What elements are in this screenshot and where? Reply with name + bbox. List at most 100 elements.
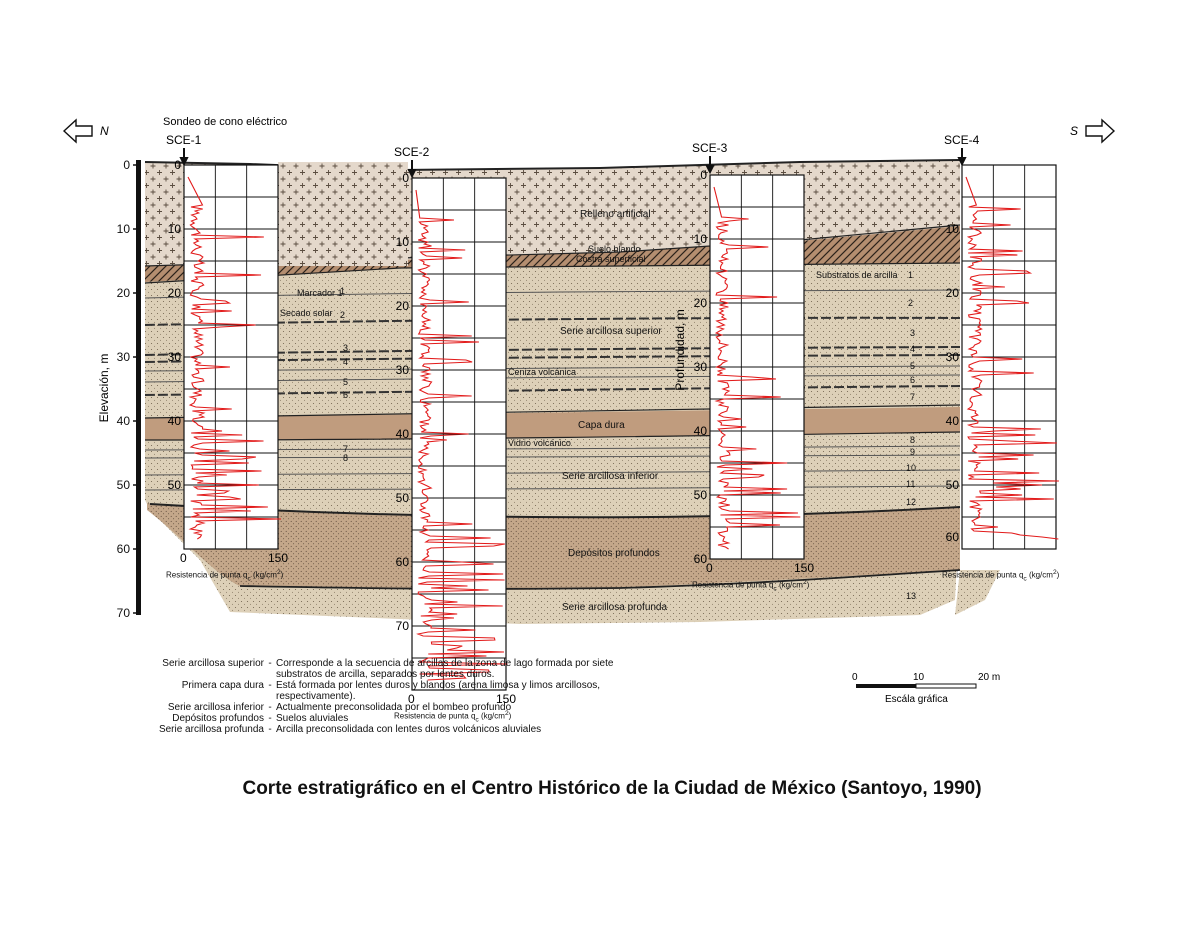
layer-label-substratos: Substratos de arcilla xyxy=(816,270,898,280)
depth-tick: 10 xyxy=(168,222,182,236)
sublayer-number: 6 xyxy=(343,390,348,400)
sounding-label: Sondeo de cono eléctrico xyxy=(163,116,287,128)
layer-label-suelo-blando: Suelo blando xyxy=(588,244,641,254)
layer-label-vidrio: Vidrio volcánico xyxy=(508,438,571,448)
sublayer-number: 5 xyxy=(910,361,915,371)
scale-label: Escála gráfica xyxy=(885,694,948,705)
layer-label-serie-inferior: Serie arcillosa inferior xyxy=(562,471,659,482)
legend-row: Primera capa dura-Está formada por lente… xyxy=(140,680,616,702)
sounding-name: SCE-2 xyxy=(394,145,430,159)
layer-label-marcador: Marcador 1 xyxy=(297,288,343,298)
sounding-arrow-icon xyxy=(179,148,189,167)
scale-tick-0: 0 xyxy=(852,672,858,683)
sublayer-number: 13 xyxy=(906,591,916,601)
layer-label-group: Relleno artificial Suelo blando Costra s… xyxy=(280,209,898,613)
elevation-axis: Elevación, m xyxy=(97,160,141,615)
layer-costra-superficial xyxy=(145,225,960,282)
south-label: S xyxy=(1070,124,1078,138)
depth-tick: 50 xyxy=(694,488,708,502)
sublayer-number: 5 xyxy=(343,377,348,387)
scale-tick-10: 10 xyxy=(913,672,925,683)
cpt-trace xyxy=(713,186,801,550)
cpt-caption: Resistencia de punta qc (kg/cm2) xyxy=(692,579,810,593)
cpt-axis-min: 0 xyxy=(706,561,713,575)
legend-term: Serie arcillosa profunda xyxy=(158,724,264,735)
depth-tick: 0 xyxy=(700,168,707,182)
sublayer-number: 6 xyxy=(910,375,915,385)
sublayer-number: 8 xyxy=(910,435,915,445)
depth-tick: 40 xyxy=(168,414,182,428)
sounding-arrow-icon xyxy=(957,148,967,167)
sublayer-number: 2 xyxy=(908,298,913,308)
legend: Serie arcillosa superior-Corresponde a l… xyxy=(140,658,616,735)
sublayer-number: 4 xyxy=(343,357,348,367)
depth-tick: 20 xyxy=(396,299,410,313)
legend-desc: Está formada por lentes duros y blandos … xyxy=(276,680,601,702)
depth-tick: 0 xyxy=(174,158,181,172)
depth-tick: 70 xyxy=(396,619,410,633)
cpt-axis-max: 150 xyxy=(268,551,288,565)
cpt-axis-max: 150 xyxy=(794,561,814,575)
figure-title: Corte estratigráfico en el Centro Histór… xyxy=(242,778,982,799)
layer-label-serie-profunda: Serie arcillosa profunda xyxy=(562,602,667,613)
legend-row: Depósitos profundos-Suelos aluviales xyxy=(140,713,616,724)
elevation-tick: 50 xyxy=(117,478,131,492)
sublayer-number: 11 xyxy=(906,479,915,489)
sublayer-number: 4 xyxy=(910,344,915,354)
sublayer-number: 9 xyxy=(910,447,915,457)
elevation-tick: 70 xyxy=(117,606,131,620)
sublayer-number: 2 xyxy=(340,310,345,320)
layer-label-secado: Secado solar xyxy=(280,308,333,318)
sounding-name: SCE-1 xyxy=(166,133,202,147)
north-arrow-icon xyxy=(62,118,93,144)
depth-tick: 50 xyxy=(946,478,960,492)
sublayer-number: 8 xyxy=(343,453,348,463)
sounding-name: SCE-3 xyxy=(692,141,728,155)
layer-label-depositos: Depósitos profundos xyxy=(568,548,660,559)
depth-tick: 60 xyxy=(694,552,708,566)
legend-term: Primera capa dura xyxy=(181,680,264,691)
elevation-tick: 10 xyxy=(117,222,131,236)
depth-tick: 60 xyxy=(396,555,410,569)
depth-tick: 20 xyxy=(168,286,182,300)
depth-tick: 60 xyxy=(946,530,960,544)
depth-axis-label: Profundidad, m xyxy=(673,309,687,390)
cpt-trace xyxy=(965,176,1059,540)
legend-desc: Corresponde a la secuencia de arcillas d… xyxy=(276,658,614,680)
sublayer-number: 7 xyxy=(343,444,348,454)
sublayer-number: 1 xyxy=(908,270,913,280)
depth-tick: 30 xyxy=(946,350,960,364)
depth-tick: 10 xyxy=(396,235,410,249)
legend-desc: Suelos aluviales xyxy=(276,713,349,724)
depth-tick: 50 xyxy=(168,478,182,492)
elevation-tick: 40 xyxy=(117,414,131,428)
legend-desc: Actualmente preconsolidada por el bombeo… xyxy=(276,702,512,713)
elevation-axis-label: Elevación, m xyxy=(97,354,111,423)
cpt-axis-max: 150 xyxy=(496,692,516,706)
north-label: N xyxy=(100,124,109,138)
legend-term: Serie arcillosa superior xyxy=(162,658,264,669)
depth-tick: 40 xyxy=(694,424,708,438)
sublayer-number: 12 xyxy=(906,497,916,507)
layer-serie-profunda-right xyxy=(955,570,1000,615)
graphic-scale: 0 10 20 m Escála gráfica xyxy=(852,672,1000,705)
depth-tick: 10 xyxy=(694,232,708,246)
layer-label-serie-superior: Serie arcillosa superior xyxy=(560,326,662,337)
south-arrow-icon xyxy=(1085,118,1116,144)
sublayer-number: 3 xyxy=(910,328,915,338)
elevation-tick: 60 xyxy=(117,542,131,556)
sounding-name: SCE-4 xyxy=(944,133,980,147)
cpt-axis-min: 0 xyxy=(180,551,187,565)
sublayer-number: 10 xyxy=(906,463,916,473)
depth-tick: 30 xyxy=(694,360,708,374)
cpt-trace xyxy=(187,176,282,540)
sublayer-number: 7 xyxy=(910,392,915,402)
elevation-tick: 0 xyxy=(123,158,130,172)
